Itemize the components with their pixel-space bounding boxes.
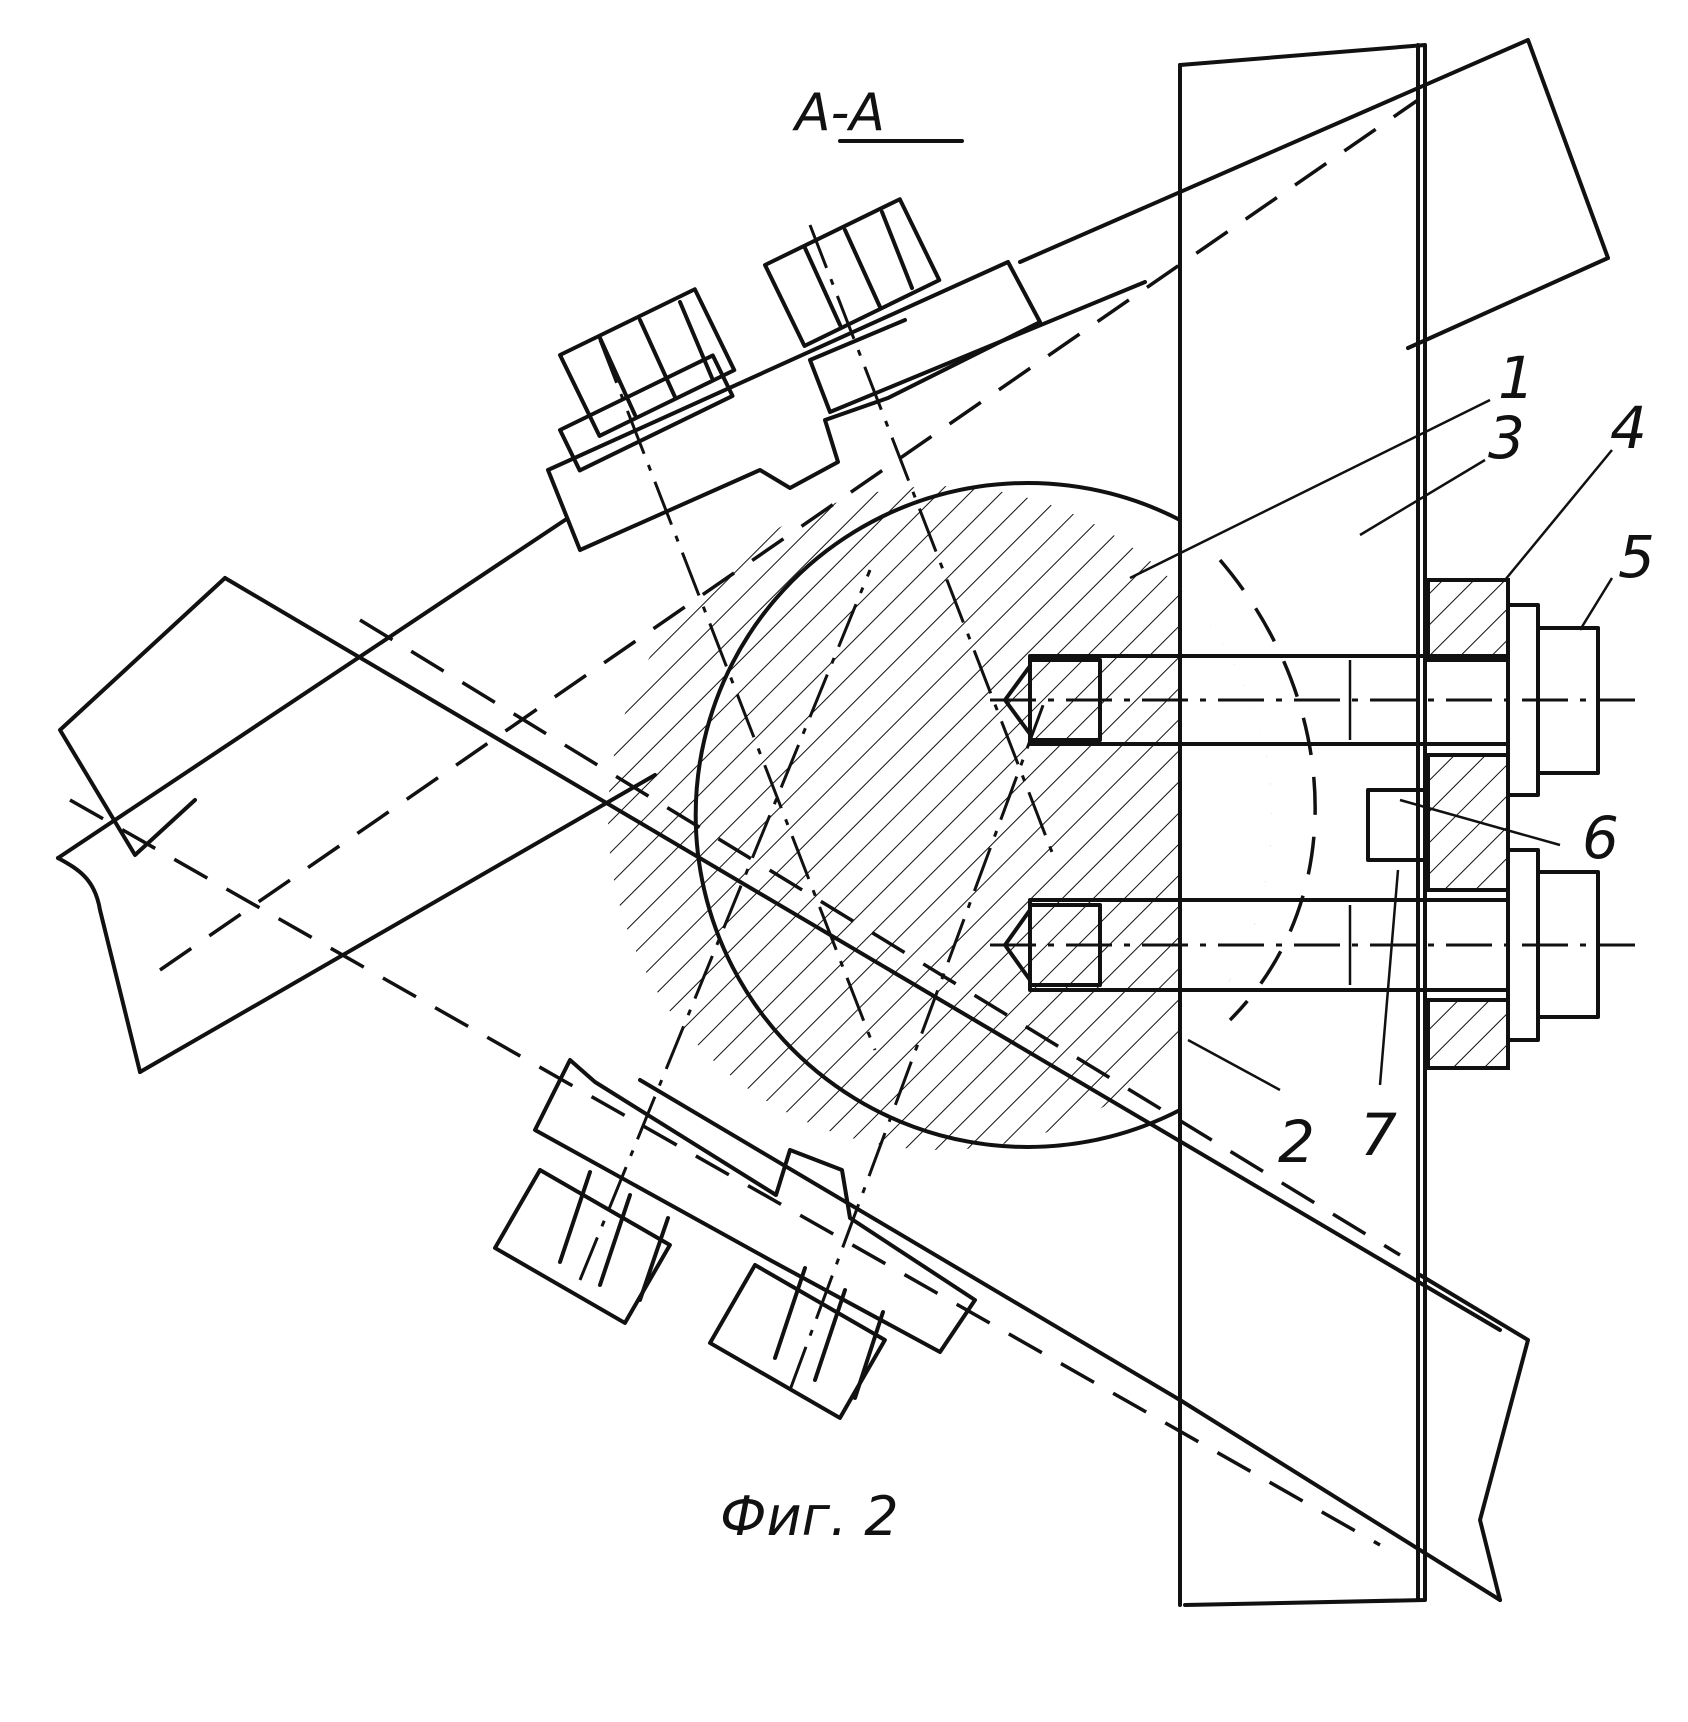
hub-circle <box>608 481 1317 1150</box>
figure-caption: Фиг. 2 <box>720 1485 899 1548</box>
svg-text:А-А: А-А <box>792 83 885 143</box>
hex-bolt-head <box>708 1263 887 1420</box>
hex-bolt-head <box>763 197 942 348</box>
vertical-post <box>1178 43 1427 1607</box>
part-label: 4 <box>1610 394 1647 462</box>
part-label: 6 <box>1582 804 1619 872</box>
hex-bolt-head <box>493 1168 672 1325</box>
part-label: 7 <box>1360 1101 1397 1169</box>
part-label: 5 <box>1618 523 1655 591</box>
lower-bolt <box>990 848 1635 1042</box>
upper-bolt <box>990 603 1635 797</box>
leader-lines <box>1129 398 1614 1092</box>
part-label: 1 <box>1498 344 1535 412</box>
part-label: 3 <box>1488 404 1525 472</box>
bracket <box>1366 578 1510 1070</box>
part-labels: 1 3 4 5 6 2 7 <box>1278 344 1655 1176</box>
section-title: А-А <box>792 83 964 143</box>
upper-inclined-bar <box>56 38 1610 1074</box>
part-label: 2 <box>1278 1108 1315 1176</box>
hex-bolt-head <box>558 287 737 438</box>
